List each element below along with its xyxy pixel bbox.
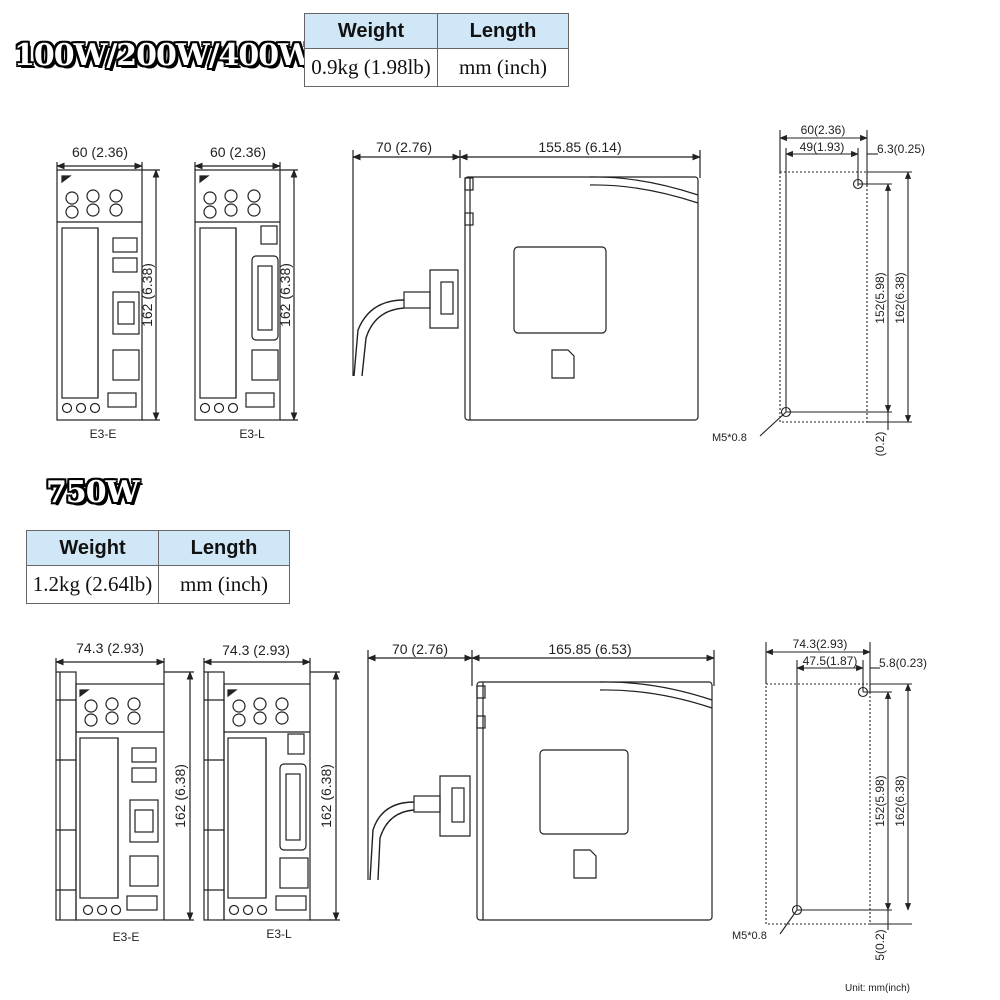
dim-side-cable-small: 70 (2.76) (376, 139, 432, 155)
dim-mount-total-height-large: 162(6.38) (893, 775, 907, 826)
dim-mount-bottom-offset-large: 5(0.2) (873, 929, 887, 960)
dim-mount-hole-height-large: 152(5.98) (873, 775, 887, 826)
label-e3-l-small: E3-L (239, 427, 265, 441)
unit-note: Unit: mm(inch) (845, 983, 910, 994)
heading-100-200-400w: 100W/200W/400W (14, 38, 312, 73)
label-mount-screw-small: M5*0.8 (712, 432, 747, 444)
spec-table-small: Weight Length 0.9kg (1.98lb) mm (inch) (304, 13, 569, 87)
label-e3-e-large: E3-E (113, 930, 140, 944)
dim-mount-hole-height-small: 152(5.98) (873, 272, 887, 323)
side-view-large (367, 650, 715, 921)
dim-mount-hole-spacing-large: 47.5(1.87) (803, 654, 858, 668)
dim-side-cable-large: 70 (2.76) (392, 641, 448, 657)
dim-front-e-height-small: 162 (6.38) (139, 263, 155, 327)
spec-table-large: Weight Length 1.2kg (2.64lb) mm (inch) (26, 530, 290, 604)
weight-header: Weight (304, 13, 438, 49)
length-header: Length (158, 530, 290, 566)
dim-mount-hole-spacing-small: 49(1.93) (800, 140, 845, 154)
front-view-e3-e-large (55, 658, 194, 921)
dim-front-l-width-small: 60 (2.36) (210, 144, 266, 160)
dim-front-e-height-large: 162 (6.38) (172, 764, 188, 828)
dim-front-l-width-large: 74.3 (2.93) (222, 642, 290, 658)
label-e3-l-large: E3-L (266, 927, 292, 941)
weight-value: 0.9kg (1.98lb) (304, 48, 438, 87)
dim-mount-bottom-offset-small: (0.2) (873, 432, 887, 457)
front-view-e3-l-small (194, 162, 298, 421)
weight-header: Weight (26, 530, 159, 566)
dim-mount-edge-offset-small: 6.3(0.25) (877, 142, 925, 156)
mount-view-small (759, 130, 912, 437)
dim-side-depth-small: 155.85 (6.14) (538, 139, 621, 155)
mount-view-large (765, 642, 912, 935)
length-header: Length (437, 13, 569, 49)
dim-front-e-width-large: 74.3 (2.93) (76, 640, 144, 656)
label-e3-e-small: E3-E (90, 427, 117, 441)
dim-mount-total-height-small: 162(6.38) (893, 272, 907, 323)
front-view-e3-e-small (56, 162, 160, 421)
dim-front-l-height-large: 162 (6.38) (318, 764, 334, 828)
dim-mount-width-small: 60(2.36) (801, 123, 846, 137)
dim-front-e-width-small: 60 (2.36) (72, 144, 128, 160)
length-value: mm (inch) (437, 48, 569, 87)
side-view-small (352, 150, 701, 421)
dim-front-l-height-small: 162 (6.38) (277, 263, 293, 327)
dim-mount-width-large: 74.3(2.93) (793, 637, 848, 651)
front-view-e3-l-large (203, 658, 340, 921)
label-mount-screw-large: M5*0.8 (732, 930, 767, 942)
heading-750w: 750W (46, 475, 139, 510)
dim-side-depth-large: 165.85 (6.53) (548, 641, 631, 657)
dim-mount-edge-offset-large: 5.8(0.23) (879, 656, 927, 670)
weight-value: 1.2kg (2.64lb) (26, 565, 159, 604)
length-value: mm (inch) (158, 565, 290, 604)
